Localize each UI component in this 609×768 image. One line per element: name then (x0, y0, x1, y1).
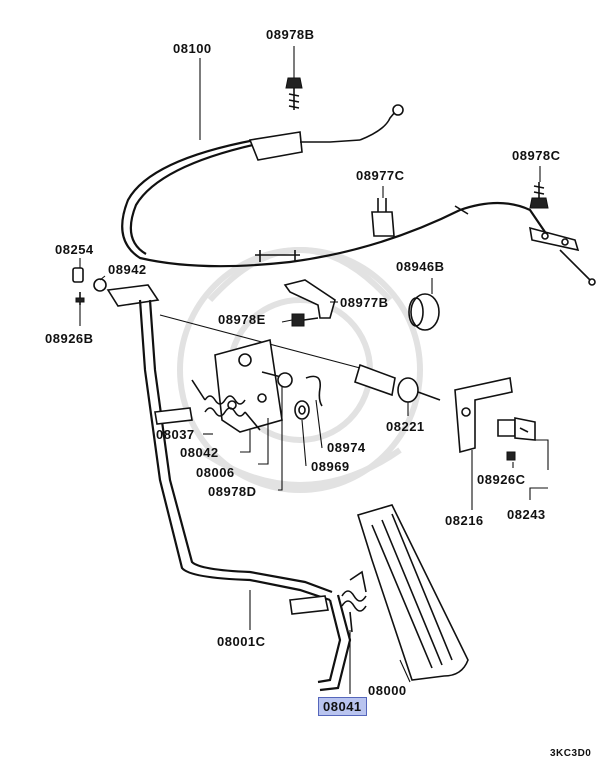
label-08969[interactable]: 08969 (311, 459, 350, 474)
label-08926b[interactable]: 08926B (45, 331, 94, 346)
spring-08041 (341, 570, 367, 633)
label-08000[interactable]: 08000 (368, 683, 407, 698)
diagram-code: 3KC3D0 (550, 748, 592, 759)
watermark-emblem (177, 247, 423, 493)
bolt-08978d (261, 371, 293, 388)
label-08974[interactable]: 08974 (327, 440, 366, 455)
label-08037[interactable]: 08037 (156, 427, 195, 442)
bolt-08978c (529, 182, 549, 209)
label-08978c[interactable]: 08978C (512, 148, 561, 163)
label-08100[interactable]: 08100 (173, 41, 212, 56)
small-parts-left (72, 267, 107, 305)
label-08926c[interactable]: 08926C (477, 472, 526, 487)
nut-08926c (506, 451, 516, 461)
grommet-08946b (408, 293, 440, 331)
stopper-bracket-08216 (454, 377, 513, 454)
pedal-pad-08000 (356, 504, 469, 681)
label-08946b[interactable]: 08946B (396, 259, 445, 274)
label-08042[interactable]: 08042 (180, 445, 219, 460)
label-08978b[interactable]: 08978B (266, 27, 315, 42)
bracket-08977b (283, 279, 336, 319)
label-08243[interactable]: 08243 (507, 507, 546, 522)
bolt-08978e (291, 313, 319, 327)
label-08041-highlighted[interactable]: 08041 (318, 697, 367, 716)
label-08006[interactable]: 08006 (196, 465, 235, 480)
pin-08042 (154, 407, 193, 425)
label-08977b[interactable]: 08977B (340, 295, 389, 310)
label-08216[interactable]: 08216 (445, 513, 484, 528)
spring-08037 (191, 379, 261, 431)
label-08942[interactable]: 08942 (108, 262, 147, 277)
label-08978d[interactable]: 08978D (208, 484, 257, 499)
pedal-arm (106, 284, 352, 692)
clip-08974 (305, 375, 323, 407)
bolt-08978b (285, 77, 303, 110)
label-08254[interactable]: 08254 (55, 242, 94, 257)
clip-08977c (371, 198, 395, 237)
inner-cable-08221 (159, 314, 441, 403)
label-08001c[interactable]: 08001C (217, 634, 266, 649)
label-08977c[interactable]: 08977C (356, 168, 405, 183)
accelerator-cable (121, 104, 596, 286)
label-08221[interactable]: 08221 (386, 419, 425, 434)
label-08978e[interactable]: 08978E (218, 312, 266, 327)
bracket-plate-08006 (214, 338, 283, 433)
washer-08969 (294, 400, 310, 420)
leader-lines (79, 46, 549, 694)
stopper-08243 (497, 417, 536, 441)
